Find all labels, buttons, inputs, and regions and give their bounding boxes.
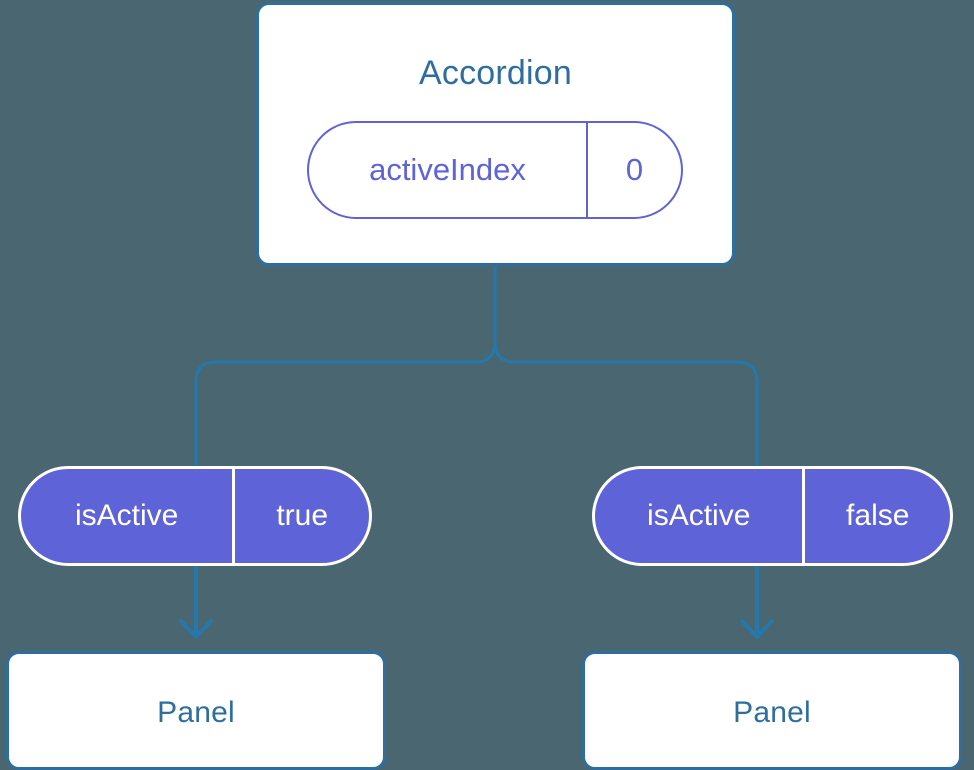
panel-card-right-title: Panel xyxy=(733,696,811,729)
state-pill-active-index[interactable]: activeIndex 0 xyxy=(307,121,683,219)
connector-root-to-right-child xyxy=(493,264,759,472)
prop-pill-left-key: isActive xyxy=(74,499,179,532)
state-pill-value: 0 xyxy=(586,123,681,217)
prop-pill-left-value: true xyxy=(232,469,369,563)
prop-pill-is-active-true[interactable]: isActive true xyxy=(18,466,372,566)
panel-component-card-right[interactable]: Panel xyxy=(582,651,962,770)
arrowhead-left-icon xyxy=(179,619,213,639)
state-pill-key: activeIndex xyxy=(369,152,526,187)
prop-pill-is-active-false[interactable]: isActive false xyxy=(592,466,953,566)
panel-component-card-left[interactable]: Panel xyxy=(6,651,386,770)
prop-pill-right-value: false xyxy=(802,469,950,563)
accordion-card-title: Accordion xyxy=(419,54,572,92)
arrowhead-right-icon xyxy=(740,619,774,639)
panel-card-left-title: Panel xyxy=(157,696,235,729)
connector-root-to-left-child xyxy=(194,264,497,472)
prop-pill-right-key: isActive xyxy=(647,499,751,532)
